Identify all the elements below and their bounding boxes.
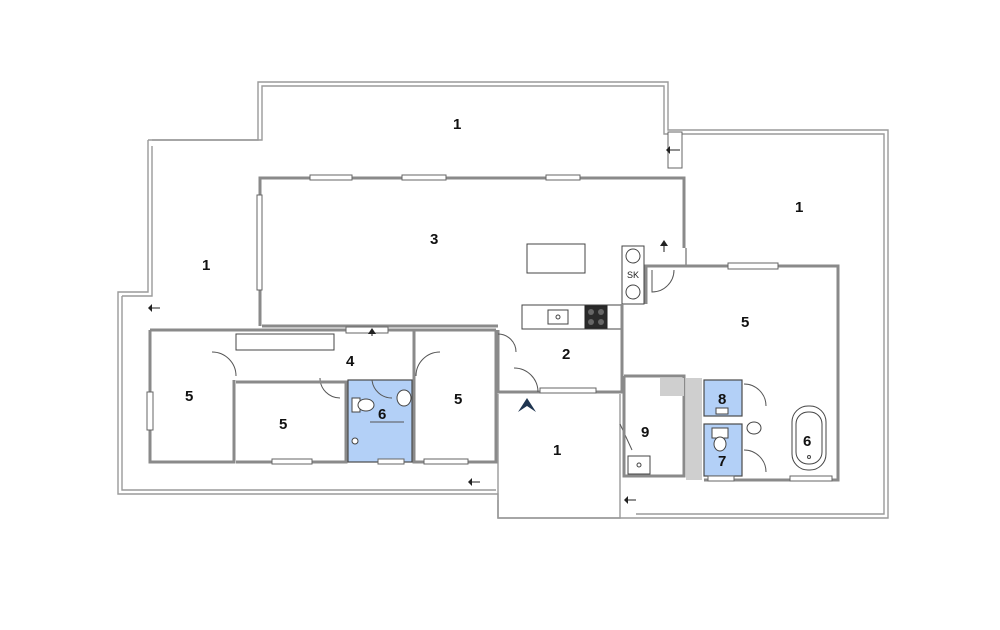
label-living: 3 <box>430 231 438 248</box>
label-terrace-left: 1 <box>202 257 210 274</box>
label-utility: 8 <box>718 391 726 408</box>
label-bedroom-master: 5 <box>741 314 749 331</box>
label-bedroom-mid: 5 <box>279 416 287 433</box>
label-wc: 7 <box>718 453 726 470</box>
kitchen-counter: SK <box>521 245 645 330</box>
label-entry-terrace: 1 <box>553 442 561 459</box>
label-laundry: 9 <box>641 424 649 441</box>
label-bathroom-master: 6 <box>803 433 811 450</box>
bathroom-hall <box>347 379 413 465</box>
kitchen-hall <box>496 304 624 394</box>
terrace-outline <box>117 81 889 519</box>
label-bedroom-center: 5 <box>454 391 462 408</box>
living-room <box>256 174 686 328</box>
utility-room <box>703 379 767 417</box>
cooktop <box>584 305 608 329</box>
label-hallway: 4 <box>346 353 355 370</box>
kitchen-island <box>526 243 586 274</box>
label-bathroom-hall: 6 <box>378 406 386 423</box>
label-terrace-top: 1 <box>453 116 461 133</box>
wc-room <box>703 421 767 477</box>
entrance-arrow-icon <box>518 398 536 412</box>
label-bedroom-left: 5 <box>185 388 193 405</box>
room-labels: 1 1 1 1 2 3 4 5 5 5 5 6 6 7 8 9 <box>185 116 811 470</box>
label-kitchen-hall: 2 <box>562 346 570 363</box>
label-terrace-right: 1 <box>795 199 803 216</box>
bedroom-mid <box>236 380 348 465</box>
bathroom-master <box>707 405 833 482</box>
fridge-label: SK <box>627 270 639 280</box>
bedroom-left <box>146 330 236 464</box>
hallway <box>150 326 496 399</box>
laundry <box>622 374 702 480</box>
entry-terrace <box>497 394 633 519</box>
terrace-door-arrows <box>148 131 683 504</box>
bedroom-center <box>412 330 498 465</box>
